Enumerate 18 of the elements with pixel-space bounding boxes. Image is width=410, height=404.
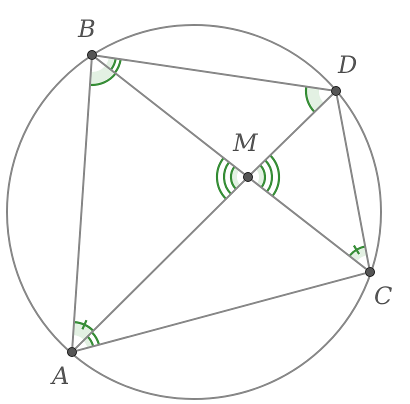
point-label: A: [52, 364, 70, 388]
point-label: D: [338, 53, 358, 77]
line-segment: [251, 179, 367, 270]
line-segment: [76, 272, 366, 352]
line-segment: [250, 94, 334, 174]
point: [87, 50, 97, 60]
point-label: C: [374, 284, 392, 308]
point: [365, 267, 375, 277]
line-segment: [95, 57, 245, 175]
line-segment: [71, 60, 93, 348]
line-segment: [336, 96, 370, 268]
point: [67, 347, 77, 357]
point: [243, 172, 253, 182]
point-label: B: [78, 17, 96, 41]
point-label: M: [233, 131, 258, 155]
line-segment: [96, 54, 332, 92]
point: [331, 86, 341, 96]
line-segment: [74, 180, 246, 350]
